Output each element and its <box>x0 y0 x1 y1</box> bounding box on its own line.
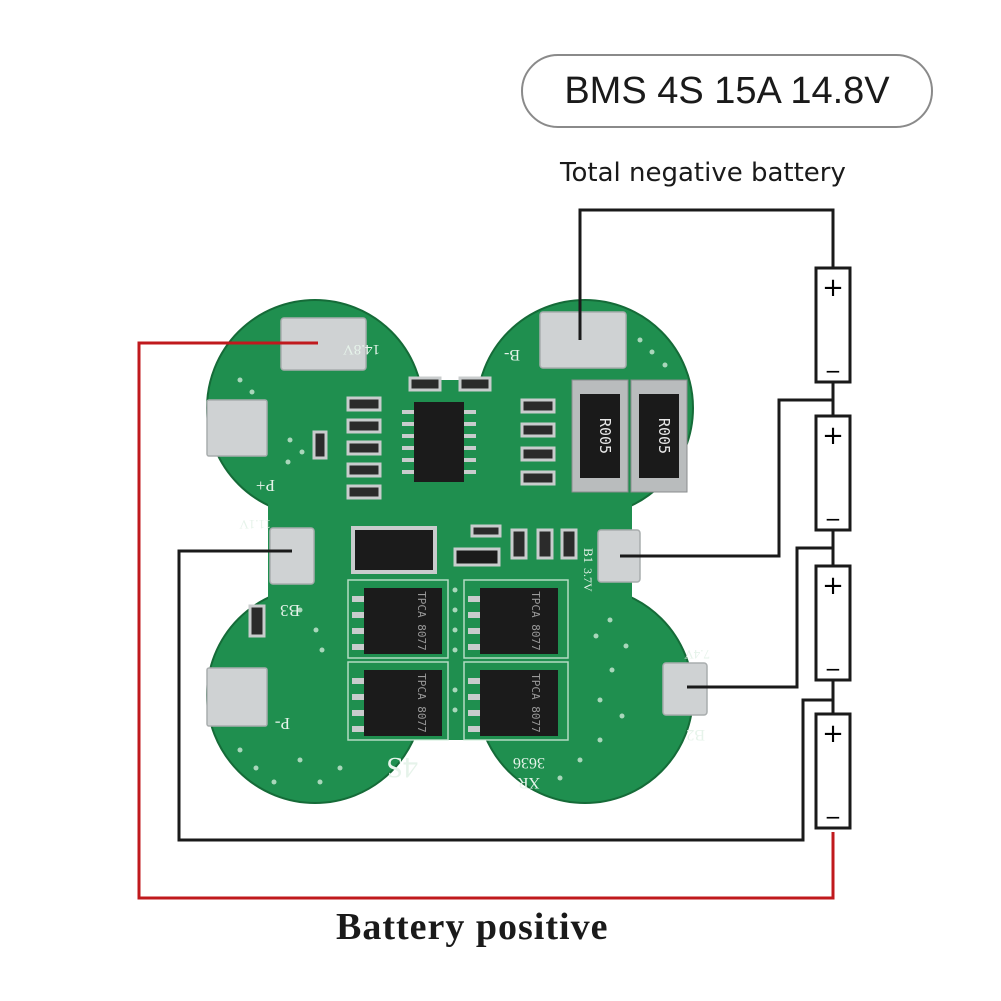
cell-3-plus: + <box>822 571 844 601</box>
silk-b2: B2 <box>686 726 705 743</box>
silk-p-plus: P+ <box>256 476 275 495</box>
cell-4-plus: + <box>822 719 844 749</box>
battery-cell-1: + − <box>814 266 852 384</box>
battery-positive-label: Battery positive <box>336 906 609 948</box>
resistor-1-label: R005 <box>596 418 614 454</box>
pad-b-minus <box>539 311 627 369</box>
cell-4-minus: − <box>825 805 842 829</box>
pad-b3 <box>269 527 315 585</box>
pad-p-minus <box>206 667 268 727</box>
resistor-2-label: R005 <box>655 418 673 454</box>
sense-resistors: R005 R005 <box>571 379 688 493</box>
wire-b1 <box>620 398 835 558</box>
mosfet-1-label: TPCA 8077 <box>415 591 428 651</box>
mosfet-4 <box>480 670 558 736</box>
silk-v148: 14.8V <box>343 341 380 357</box>
title-badge: BMS 4S 15A 14.8V <box>521 54 933 128</box>
wire-battery-positive <box>137 341 835 900</box>
cell-1-minus: − <box>825 359 842 383</box>
small-diode <box>453 547 501 567</box>
battery-cell-2: + − <box>814 414 852 532</box>
pad-b2 <box>662 662 708 716</box>
control-ic-body <box>414 402 464 482</box>
cell-3-minus: − <box>825 657 842 681</box>
battery-cell-3: + − <box>814 564 852 682</box>
resistor-2 <box>639 394 679 478</box>
mosfet-2 <box>480 588 558 654</box>
wire-total-negative <box>578 208 835 340</box>
mosfet-outlines <box>347 579 569 741</box>
silk-v74: 7.4V <box>684 647 710 662</box>
pcb-board: R005 R005 <box>206 299 710 804</box>
silk-p-minus: P- <box>275 714 290 733</box>
silk-series: 4S <box>386 751 418 784</box>
silk-b1: B1 <box>581 548 596 563</box>
mosfets: TPCA 8077 TPCA 8077 TPCA 8077 TPCA 8077 <box>352 588 558 736</box>
pad-p-plus-side <box>206 399 268 457</box>
silk-b3: B3 <box>280 601 300 620</box>
mosfet-3-label: TPCA 8077 <box>415 673 428 733</box>
cell-2-plus: + <box>822 421 844 451</box>
wires <box>137 208 835 900</box>
cell-1-plus: + <box>822 273 844 303</box>
total-negative-label: Total negative battery <box>560 158 846 188</box>
control-ic <box>402 402 476 482</box>
mosfet-4-label: TPCA 8077 <box>529 673 542 733</box>
wire-b2 <box>687 546 835 689</box>
resistor-1 <box>580 394 620 478</box>
mosfet-2-label: TPCA 8077 <box>529 591 542 651</box>
mosfet-1 <box>364 588 442 654</box>
cell-2-minus: − <box>825 507 842 531</box>
diode <box>351 526 437 574</box>
silk-v111: 11.1V <box>239 517 271 532</box>
silk-maker: XR <box>517 774 540 791</box>
silk-model: 3636 <box>513 754 545 771</box>
mosfet-3 <box>364 670 442 736</box>
title-text: BMS 4S 15A 14.8V <box>564 69 890 112</box>
silkscreen: 14.8V P+ B- 11.1V B1 3.7V B3 P- 7.4V B2 … <box>239 341 710 791</box>
battery-cells: + − + − + − + − <box>814 266 852 830</box>
battery-cell-4: + − <box>814 712 852 830</box>
smd-passives <box>248 376 578 638</box>
silk-v37: 3.7V <box>581 568 595 592</box>
silk-b-minus: B- <box>504 346 520 363</box>
